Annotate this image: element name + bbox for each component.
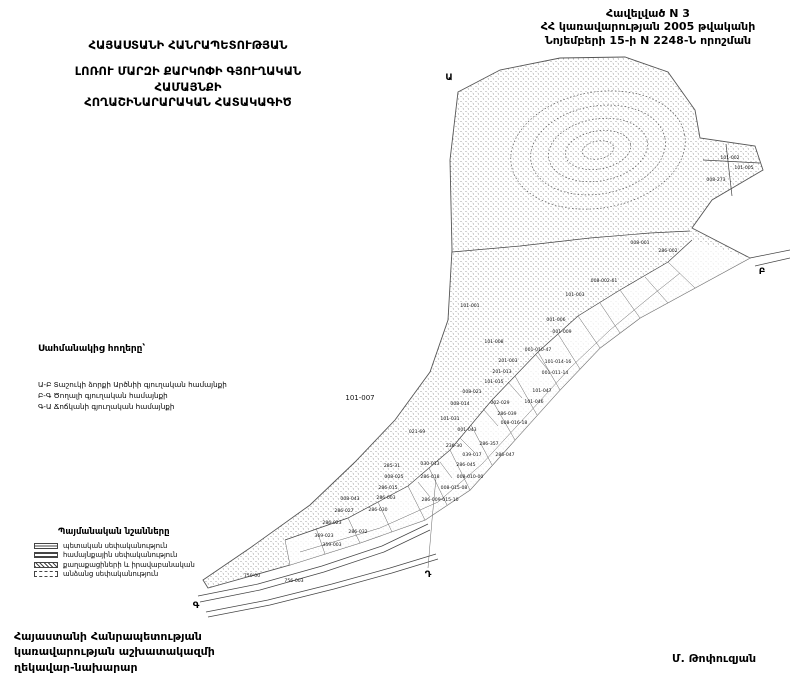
boundary-corner-letter: Գ: [193, 601, 200, 611]
parcel-label: 101-005: [734, 165, 753, 171]
parcel-label: 001-006: [546, 317, 565, 323]
boundary-corner-letter: Դ: [425, 570, 432, 580]
border-segment: Գ-Ա Ճոճկանի գյուղական համայնքի: [38, 401, 175, 411]
parcel-label: 286-045: [456, 462, 475, 468]
parcel-label: 201-013: [492, 369, 511, 375]
parcel-label: 286-002: [658, 248, 677, 254]
parcel-label: 286-030: [368, 507, 387, 513]
bordering-lands-block: Սահմանակից հողերը՝ Ա-Բ Տաշուկի ձորքի Արծ…: [38, 344, 227, 412]
boundary-corner-letter: Ա: [445, 73, 452, 83]
bordering-lands-title: Սահմանակից հողերը՝: [38, 344, 146, 354]
legend-label: քաղաքացիների և իրավաբանական: [63, 560, 195, 569]
parcel-label: 008-002-61: [591, 278, 618, 284]
legend-row: պետական սեփականություն: [34, 541, 195, 551]
parcel-label: 286-032: [348, 529, 367, 535]
parcel-label: 008-043: [340, 496, 359, 502]
parcel-label: 039-017: [462, 452, 481, 458]
title-line-1: ՀԱՅԱՍՏԱՆԻ ՀԱՆՐԱՊԵՏՈՒԹՅԱՆ: [88, 38, 288, 52]
parcel-label: 286-015: [378, 485, 397, 491]
parcel-labels: 101-002 101-005 008-273 008-001 286-002 008-0…: [244, 155, 754, 584]
parcel-label: 286-357: [479, 441, 498, 447]
signature-line: ղեկավար-նախարար: [14, 660, 138, 674]
title-line-3: ՀՈՂԱՇԻՆԱՐԱՐԱԿԱՆ ՀԱՏԱԿԱԳԻԾ: [84, 95, 292, 110]
parcel-label: 236-30: [446, 443, 462, 449]
parcel-label: 286-003: [376, 495, 395, 501]
parcel-label: 101-001: [460, 303, 479, 309]
parcel-label: 756-003: [284, 578, 303, 584]
appendix-line: Նոյեմբերի 15-ի N 2248-Ն որոշման: [544, 33, 752, 47]
parcel-label: 101-007: [345, 394, 374, 402]
parcel-label: 286-018: [420, 474, 439, 480]
boundary-corner-letter: Բ: [759, 267, 766, 277]
legend-row: համայնքային սեփականություն: [34, 551, 195, 561]
parcel-label: 030-013: [420, 461, 439, 467]
roads: [197, 477, 439, 618]
parcel-label: 286-023: [322, 520, 341, 526]
state-property-symbol-icon: [34, 542, 58, 549]
parcel-label: 008-021: [462, 389, 481, 395]
contour-rings: [510, 90, 686, 210]
legend-label: համայնքային սեփականություն: [63, 551, 178, 560]
legend-label: պետական սեփականություն: [63, 541, 168, 550]
parcel-label: 101-031: [440, 416, 459, 422]
parcel-label: 101-008: [484, 339, 503, 345]
citizen-property-symbol-icon: [34, 561, 58, 568]
parcel-label: 101-003: [565, 292, 584, 298]
signature-line: Հայաստանի Հանրապետության: [14, 630, 202, 643]
parcel-label: 101-002: [720, 155, 739, 161]
parcel-label: 101-014-16: [545, 359, 572, 365]
parcel-label: 286-027: [334, 508, 353, 514]
parcel-label: 008-015-08: [441, 485, 468, 491]
parcel-label: 008-016-18: [501, 420, 528, 426]
signature-line: կառավարության աշխատակազմի: [14, 645, 215, 659]
parcel-label: 201-003: [498, 358, 517, 364]
title-line-2: ԼՈՌՈՒ ՄԱՐԶԻ ՔԱՐԿՈՓԻ ԳՅՈՒՂԱԿԱՆ ՀԱՄԱՅՆՔԻ: [74, 64, 302, 94]
parcel-label: 008-010-00: [457, 474, 484, 480]
legend-block: Պայմանական նշանները պետական սեփականությո…: [34, 527, 195, 579]
parcel-band: [285, 240, 750, 565]
legend-row: անձանց սեփականություն: [34, 570, 195, 580]
parcel-label: 008-001: [630, 240, 649, 246]
parcel-label: 285-31: [384, 463, 400, 469]
parcel-label: 021-69: [409, 429, 425, 435]
parcel-label: 101-046: [524, 399, 543, 405]
parcel-label: 286-009-015-10: [421, 497, 458, 503]
parcel-label: 359-003: [322, 542, 341, 548]
signature-block: Հայաստանի Հանրապետության կառավարության ա…: [14, 629, 215, 675]
parcel-label: 101-015: [484, 379, 503, 385]
legal-persons-property-symbol-icon: [34, 571, 58, 578]
parcel-label: 008-273: [706, 177, 725, 183]
border-segment: Ա-Բ Տաշուկի ձորքի Արծնիի գյուղական համայ…: [38, 380, 227, 389]
parcel-label: 008-014: [450, 401, 469, 407]
parcel-label: 001-011-14: [542, 370, 569, 376]
page-title: ՀԱՅԱՍՏԱՆԻ ՀԱՆՐԱՊԵՏՈՒԹՅԱՆ ԼՈՌՈՒ ՄԱՐԶԻ ՔԱՐ…: [40, 38, 336, 111]
parcel-label: 001-010-47: [525, 347, 552, 353]
parcel-label: 286-047: [495, 452, 514, 458]
community-property-symbol-icon: [34, 552, 58, 559]
parcel-label: 750-00: [244, 573, 260, 579]
landmass-outline: [202, 56, 764, 589]
parcel-label: 002-029: [490, 400, 509, 406]
legend-row: քաղաքացիների և իրավաբանական: [34, 560, 195, 570]
parcel-label: 008-025: [384, 474, 403, 480]
parcel-divisions: [284, 261, 696, 566]
parcel-label: 001-043: [457, 427, 476, 433]
border-segment: Բ-Գ Ծողալի գյուղական համայնքի: [38, 390, 168, 400]
appendix-line: ՀՀ կառավարության 2005 թվականի: [540, 20, 756, 34]
parcel-label: 369-023: [314, 533, 333, 539]
appendix-block: Հավելված N 3 ՀՀ կառավարության 2005 թվակա…: [512, 7, 784, 47]
appendix-line: Հավելված N 3: [606, 7, 690, 20]
corner-letters: Ա Բ Գ Դ: [193, 73, 766, 611]
parcel-label: 101-047: [532, 388, 551, 394]
parcel-label: 286-039: [497, 411, 516, 417]
legend-label: անձանց սեփականություն: [63, 570, 159, 579]
parcel-label: 001-009: [552, 329, 571, 335]
signer-name: Մ. Թոփուզյան: [672, 652, 757, 665]
legend-title: Պայմանական նշանները: [58, 527, 170, 537]
